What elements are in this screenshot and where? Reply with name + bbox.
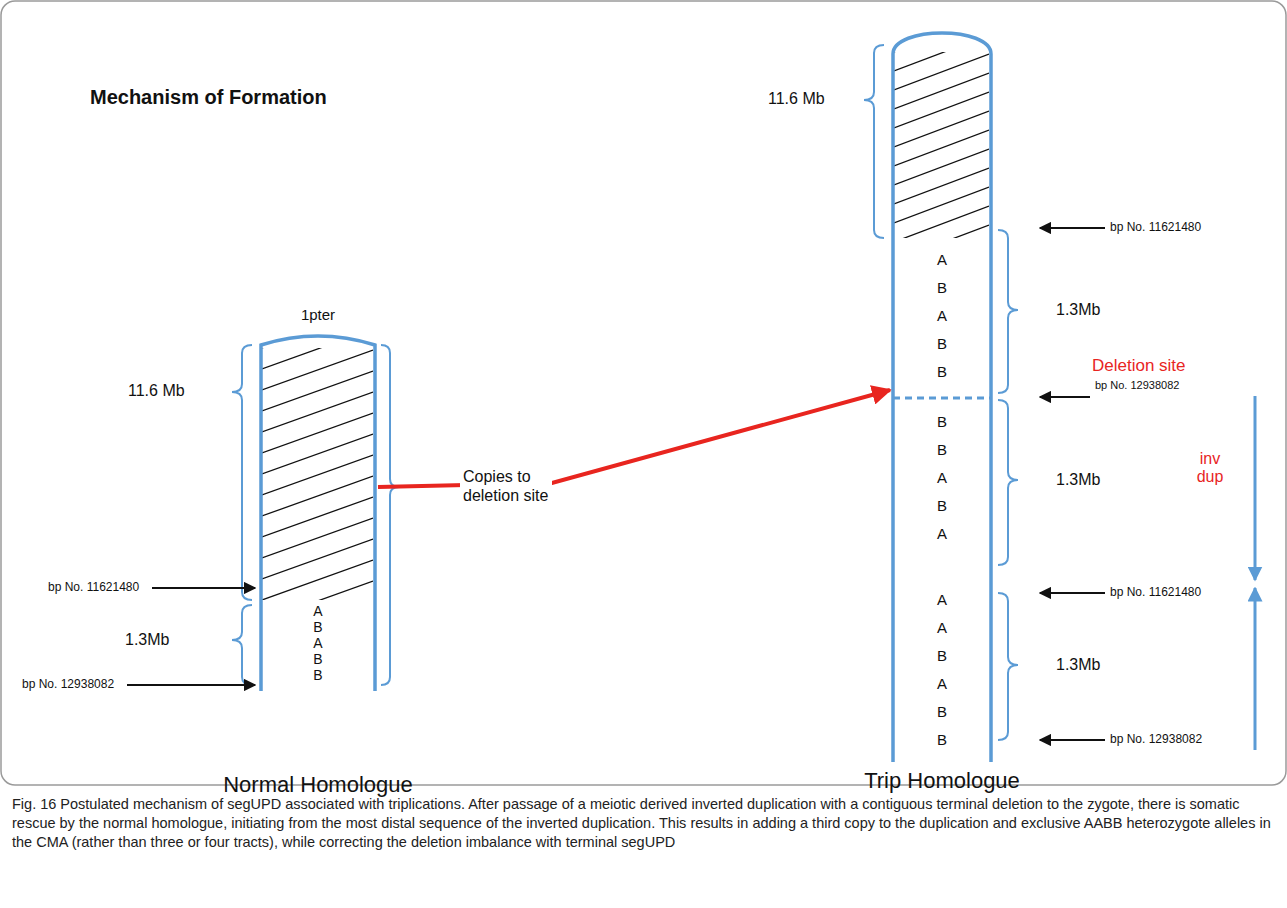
hatch-stroke xyxy=(262,371,373,411)
hatch-stroke xyxy=(894,130,989,166)
hatch-stroke xyxy=(262,350,373,390)
position-label: bp No. 12938082 xyxy=(22,678,114,692)
size-label: 1.3Mb xyxy=(1056,471,1100,489)
position-label: bp No. 12938082 xyxy=(1110,733,1202,747)
hatch-stroke xyxy=(894,206,989,238)
position-label: bp No. 11621480 xyxy=(48,581,139,595)
copy-arrow xyxy=(378,390,890,487)
figure-frame xyxy=(1,1,1286,785)
hatch-stroke xyxy=(262,455,373,495)
hatch-stroke xyxy=(894,111,989,147)
hatch-stroke xyxy=(262,434,373,474)
hatching xyxy=(894,52,989,238)
size-label: 11.6 Mb xyxy=(768,90,825,108)
hatch-stroke xyxy=(894,52,989,71)
pointer-arrow xyxy=(1040,227,1105,229)
pointer-arrow xyxy=(1040,396,1090,398)
brace xyxy=(998,593,1018,740)
hatch-stroke xyxy=(262,581,373,600)
figure-title: Mechanism of Formation xyxy=(90,86,327,109)
hatch-stroke xyxy=(262,413,373,453)
brace xyxy=(864,45,884,238)
allele-column: A A B A B B xyxy=(934,586,950,754)
size-label: 1.3Mb xyxy=(1056,656,1100,674)
hatch-stroke xyxy=(894,168,989,204)
hatch-stroke xyxy=(894,73,989,109)
hatch-stroke xyxy=(262,348,373,369)
hatch-stroke xyxy=(894,54,989,90)
hatch-stroke xyxy=(262,392,373,432)
hatch-stroke xyxy=(262,518,373,558)
inv-dup-arrow xyxy=(1254,396,1257,580)
pointer-arrow xyxy=(1040,739,1105,741)
figure-caption: Fig. 16 Postulated mechanism of segUPD a… xyxy=(12,795,1274,852)
size-label: 1.3Mb xyxy=(125,631,169,649)
allele-column: A B A B B xyxy=(310,603,326,683)
allele-column: B B A B A xyxy=(934,408,950,548)
position-label: bp No. 11621480 xyxy=(1110,586,1201,600)
brace xyxy=(381,345,399,685)
normal-chromosome: A B A B BNormal Homologue xyxy=(258,325,378,691)
brace-group xyxy=(232,45,1018,740)
position-label: bp No. 12938082 xyxy=(1095,379,1179,392)
pointer-arrow xyxy=(127,684,255,686)
brace xyxy=(232,345,252,600)
hatch-stroke xyxy=(894,149,989,185)
chromosome-end: 1pter xyxy=(290,306,346,323)
hatch-stroke xyxy=(262,539,373,579)
position-label: bp No. 11621480 xyxy=(1110,221,1201,235)
hatch-stroke xyxy=(262,476,373,516)
hatch-stroke xyxy=(894,187,989,223)
homologue-name: Trip Homologue xyxy=(842,768,1042,794)
brace xyxy=(998,230,1018,393)
trip-chromosome: A B A B BB B A B AA A B A B BTrip Homolo… xyxy=(890,28,994,762)
size-label: 11.6 Mb xyxy=(128,382,185,400)
chromosome-outline-path xyxy=(893,33,991,762)
inv-dup-arrows xyxy=(1254,396,1257,750)
inv-dup-label: inv dup xyxy=(1188,450,1232,487)
brace xyxy=(998,400,1018,565)
deletion-line xyxy=(893,397,991,400)
homologue-name: Normal Homologue xyxy=(198,772,438,798)
chromosome-outline-path xyxy=(261,336,375,691)
hatching xyxy=(262,348,373,600)
deletion-site-label: Deletion site xyxy=(1092,356,1186,376)
hatch-stroke xyxy=(262,497,373,537)
hatch-stroke xyxy=(262,560,373,600)
hatch-stroke xyxy=(894,92,989,128)
pointer-arrow xyxy=(1040,592,1105,594)
hatch-stroke xyxy=(894,225,989,238)
size-label: 1.3Mb xyxy=(1056,301,1100,319)
brace xyxy=(232,605,252,685)
allele-column: A B A B B xyxy=(934,246,950,386)
inv-dup-arrow xyxy=(1254,588,1257,750)
edge-label: Copies to deletion site xyxy=(460,466,552,506)
pointer-arrows xyxy=(127,228,1105,740)
pointer-arrow xyxy=(152,587,255,589)
